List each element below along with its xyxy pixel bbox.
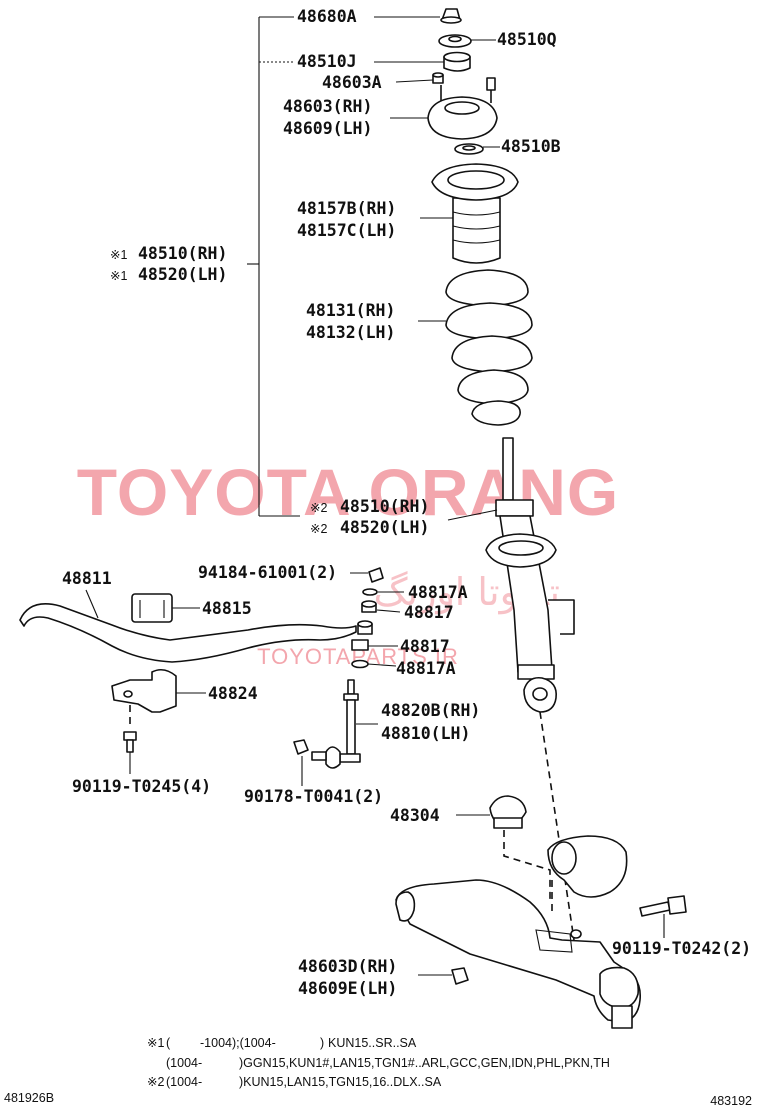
part-48820B-link	[311, 679, 378, 769]
group-bracket	[247, 16, 300, 517]
label-48811: 48811	[62, 569, 112, 588]
part-48603-upper-mount	[390, 77, 498, 140]
label-90119-T0242: 90119-T0242(2)	[612, 939, 751, 958]
part-48817-bottom	[351, 620, 398, 651]
label-94184-61001: 94184-61001(2)	[198, 563, 337, 582]
part-48510J-bushing	[374, 51, 471, 72]
part-lower-arm	[395, 835, 642, 1029]
part-48817A-top	[362, 588, 404, 596]
note1-line2-models: )GGN15,KUN1#,LAN15,TGN1#..ARL,GCC,GEN,ID…	[239, 1056, 610, 1070]
label-group2-48520-lh: 48520(LH)	[340, 518, 429, 537]
label-48603D-rh: 48603D(RH)	[298, 957, 397, 976]
label-48815: 48815	[202, 599, 252, 618]
note2-range: (1004-	[166, 1075, 202, 1089]
label-48817A-bottom: 48817A	[396, 659, 456, 678]
label-48131-rh: 48131(RH)	[306, 301, 395, 320]
label-48817-bottom: 48817	[400, 637, 450, 656]
note1-models: KUN15..SR..SA	[328, 1036, 417, 1050]
part-48824-bracket	[111, 668, 206, 728]
part-90119-T0245-bolt	[123, 731, 137, 774]
part-48603D-nut	[418, 967, 469, 985]
label-group1-mark-b: ※1	[110, 269, 127, 283]
note1-open: (	[166, 1036, 171, 1050]
label-48304: 48304	[390, 806, 440, 825]
applicability-notes: ※1 ( -1004);(1004- ) KUN15..SR..SA (1004…	[147, 1036, 610, 1089]
part-48304-bump	[456, 711, 575, 941]
label-48817A-top: 48817A	[408, 583, 468, 602]
note1-close: )	[320, 1036, 324, 1050]
label-48609-lh: 48609(LH)	[283, 119, 372, 138]
part-48817-top	[361, 600, 401, 613]
label-48817-top: 48817	[404, 603, 454, 622]
part-48157-bump-stop	[420, 163, 519, 264]
part-48815-bushing	[131, 593, 200, 623]
label-group2-mark-a: ※2	[310, 501, 327, 515]
illustration-id: 481926B	[4, 1091, 54, 1105]
part-48811-stabilizer-bar	[19, 589, 357, 663]
label-group2-mark-b: ※2	[310, 522, 327, 536]
part-48510Q-washer	[438, 34, 496, 48]
label-48510Q: 48510Q	[497, 30, 557, 49]
part-48131-coil-spring	[418, 269, 533, 426]
part-90178-T0041-nut	[293, 739, 309, 786]
label-48810-lh: 48810(LH)	[381, 724, 470, 743]
label-48157B-rh: 48157B(RH)	[297, 199, 396, 218]
label-90178-T0041: 90178-T0041(2)	[244, 787, 383, 806]
label-group1-mark-a: ※1	[110, 248, 127, 262]
page-code: 483192	[710, 1094, 752, 1108]
part-48603A-nut	[395, 72, 444, 84]
part-48510B-bearing	[454, 143, 500, 155]
label-48609E-lh: 48609E(LH)	[298, 979, 397, 998]
label-48824: 48824	[208, 684, 258, 703]
part-48817A-bottom	[351, 659, 397, 669]
note1-range: -1004);(1004-	[200, 1036, 276, 1050]
part-48680A-cap	[374, 8, 462, 24]
label-90119-T0245: 90119-T0245(4)	[72, 777, 211, 796]
note1-line2-range: (1004-	[166, 1056, 202, 1070]
label-48510B: 48510B	[501, 137, 561, 156]
label-48680A: 48680A	[297, 7, 357, 26]
label-48603A: 48603A	[322, 73, 382, 92]
part-94184-nut	[350, 567, 384, 583]
note2-mark: ※2	[147, 1075, 164, 1089]
label-group2-48510-rh: 48510(RH)	[340, 497, 429, 516]
label-48510J: 48510J	[297, 52, 357, 71]
label-48132-lh: 48132(LH)	[306, 323, 395, 342]
part-48510-shock-absorber	[447, 437, 575, 713]
label-group1-48520-lh: 48520(LH)	[138, 265, 227, 284]
note1-mark: ※1	[147, 1036, 164, 1050]
part-labels: 48680A 48510Q 48510J 48603A 48603(RH) 48…	[62, 7, 751, 998]
part-90119-T0242-bolt	[639, 895, 687, 938]
label-48820B-rh: 48820B(RH)	[381, 701, 480, 720]
label-group1-48510-rh: 48510(RH)	[138, 244, 227, 263]
label-48603-rh: 48603(RH)	[283, 97, 372, 116]
note2-models: )KUN15,LAN15,TGN15,16..DLX..SA	[239, 1075, 442, 1089]
label-48157C-lh: 48157C(LH)	[297, 221, 396, 240]
